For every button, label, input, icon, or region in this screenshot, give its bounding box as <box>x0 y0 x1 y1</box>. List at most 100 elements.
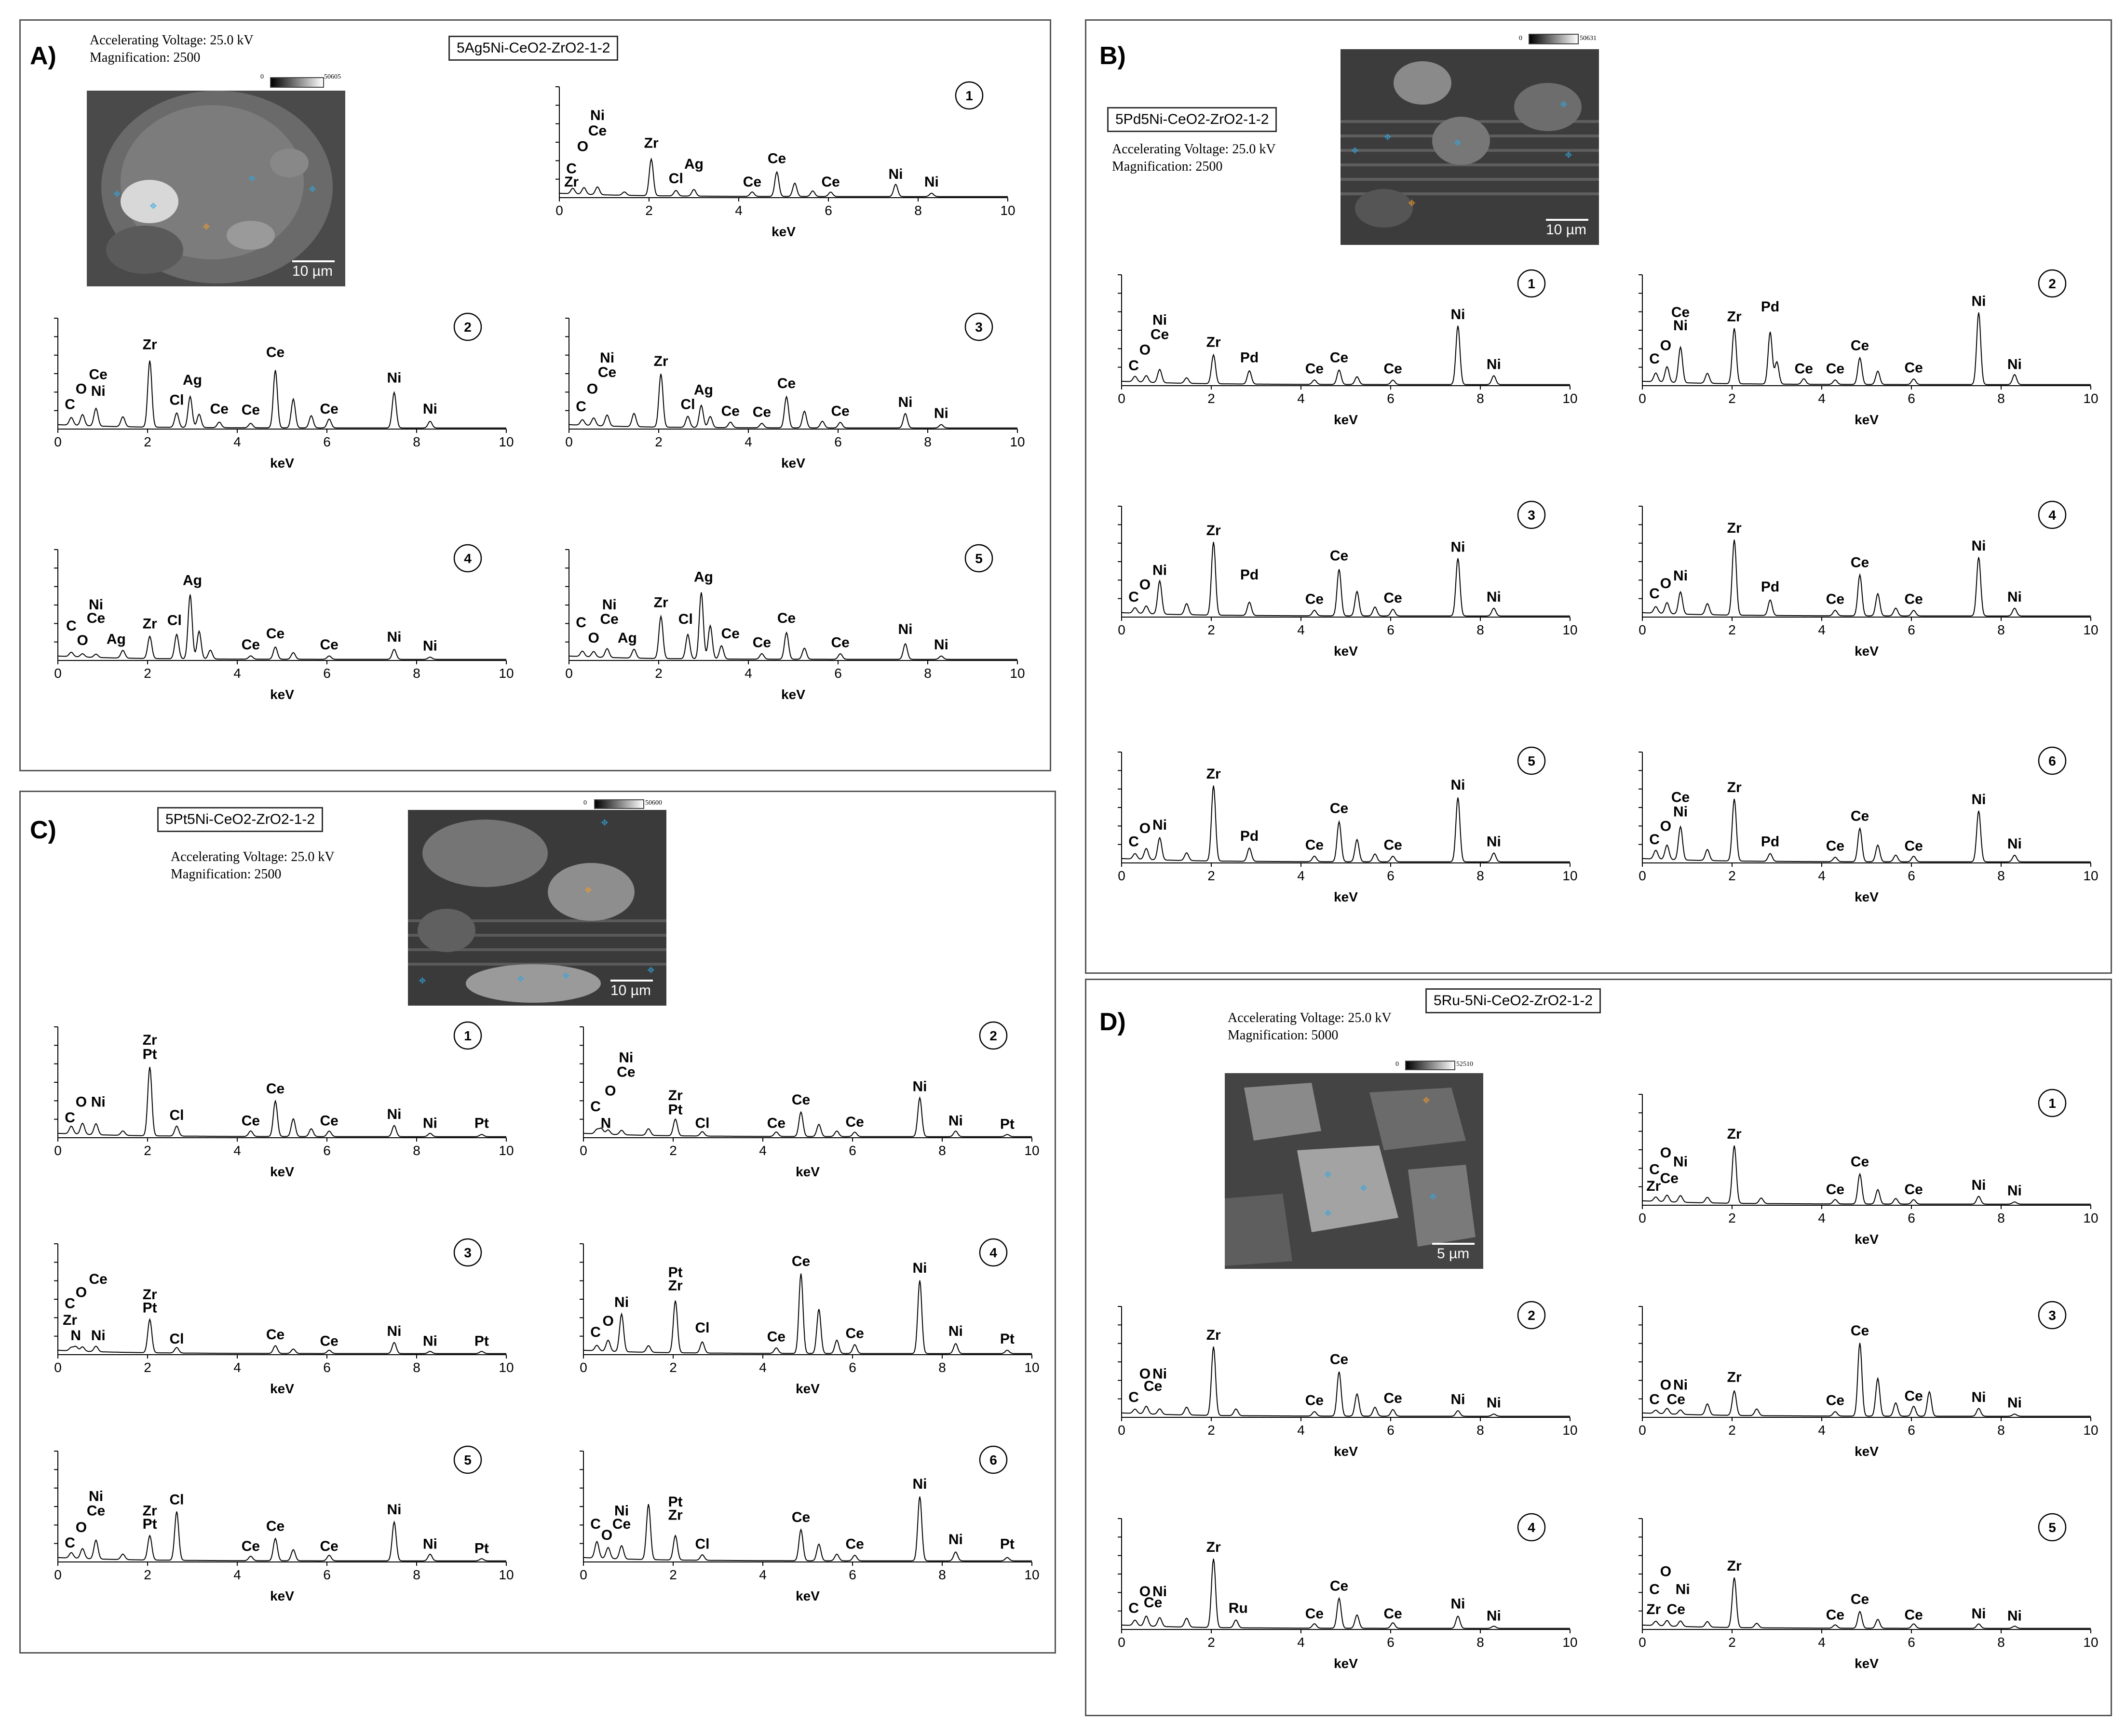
peak-label: O <box>1139 821 1151 836</box>
x-tick-label: 0 <box>565 434 573 449</box>
peak-label: Ce <box>320 1113 338 1129</box>
peak-label: Ce <box>721 403 740 419</box>
peak-label: Zr <box>1206 1327 1221 1343</box>
peak-label: C <box>1128 589 1139 605</box>
peak-label: C <box>65 1110 75 1126</box>
peak-label: Ni <box>1673 1154 1688 1170</box>
peak-label: Ni <box>1972 1177 1986 1193</box>
peak-label: Ce <box>1330 1578 1348 1594</box>
peak-label: Ce <box>266 345 284 361</box>
peak-label: Pt <box>1000 1117 1015 1132</box>
panel-d-label: D) <box>1099 1008 1126 1036</box>
x-tick-label: 2 <box>1207 1423 1215 1438</box>
spot-5-marker: ⌖ <box>1422 1092 1430 1108</box>
spectrum-line <box>1642 1145 2091 1205</box>
peak-label: Ce <box>1660 1171 1679 1186</box>
peak-label: Zr <box>143 1503 157 1519</box>
spot-number: 1 <box>965 88 973 103</box>
panel-d-voltage: Accelerating Voltage: 25.0 kV <box>1228 1010 1392 1025</box>
peak-label: Ni <box>423 1115 437 1131</box>
x-tick-label: 2 <box>1207 868 1215 883</box>
x-tick-label: 8 <box>413 1143 420 1158</box>
peak-label: Ce <box>1826 361 1844 377</box>
spectrum-line <box>57 594 506 660</box>
spot-number: 4 <box>464 551 472 566</box>
peak-label: Zr <box>564 174 579 190</box>
spot-2-marker: ⌖ <box>1324 1166 1332 1182</box>
spot-number: 6 <box>989 1453 997 1467</box>
spectrum-line <box>1121 1346 1570 1417</box>
peak-label: O <box>77 632 88 648</box>
x-axis-label: keV <box>1855 1232 1879 1247</box>
panel-b-scale-line <box>1546 219 1588 221</box>
x-tick-label: 4 <box>1818 391 1826 406</box>
x-tick-label: 0 <box>54 434 62 449</box>
x-axis-label: keV <box>781 456 805 471</box>
spot-number-circle <box>453 1238 482 1267</box>
peak-label: Ce <box>768 151 786 167</box>
peak-label: O <box>1139 1366 1151 1382</box>
x-tick-label: 4 <box>745 434 752 449</box>
x-tick-label: 6 <box>323 666 331 681</box>
peak-label: Zr <box>1646 1178 1661 1194</box>
spot-2-marker: ⌖ <box>149 198 157 214</box>
x-tick-label: 4 <box>759 1360 767 1375</box>
x-tick-label: 4 <box>1297 868 1305 883</box>
x-tick-label: 10 <box>1562 622 1577 637</box>
peak-label: Ce <box>266 626 284 642</box>
x-tick-label: 8 <box>938 1360 946 1375</box>
x-tick-label: 0 <box>555 203 563 218</box>
panel-c-scale-line <box>610 980 653 982</box>
spot-number: 5 <box>2048 1520 2056 1535</box>
peak-label: Pt <box>474 1541 489 1557</box>
peak-label: Ni <box>1673 318 1688 334</box>
spectrum-line <box>57 360 506 429</box>
peak-label: C <box>65 1295 75 1311</box>
spot-number-circle <box>2038 1301 2067 1330</box>
peak-label: Ce <box>792 1253 810 1269</box>
peak-label: Cl <box>169 1107 184 1123</box>
x-tick-label: 10 <box>1010 434 1025 449</box>
peak-label: Ce <box>845 1326 864 1342</box>
x-tick-label: 4 <box>233 434 241 449</box>
peak-label: Ni <box>889 166 903 182</box>
peak-label: Zr <box>644 135 659 151</box>
peak-label: Ce <box>1667 1601 1685 1617</box>
peak-label: Cl <box>169 392 184 408</box>
peak-label: Ni <box>1673 1377 1688 1393</box>
peak-label: Ni <box>898 621 913 637</box>
peak-label: Zr <box>1727 1558 1742 1574</box>
x-axis-label: keV <box>1855 412 1879 427</box>
peak-label: Ce <box>1383 1606 1402 1622</box>
x-tick-label: 8 <box>938 1143 946 1158</box>
peak-label: Zr <box>1727 520 1742 536</box>
peak-label: C <box>1649 586 1660 602</box>
peak-label: Pd <box>1240 350 1259 366</box>
peak-label: Zr <box>668 1278 683 1294</box>
peak-label: Ce <box>588 123 607 139</box>
peak-label: Ni <box>1152 817 1167 833</box>
peak-label: Zr <box>1727 309 1742 325</box>
peak-label: Zr <box>1727 780 1742 795</box>
peak-label: Zr <box>143 616 157 632</box>
x-tick-label: 6 <box>323 434 331 449</box>
peak-label: Ce <box>1904 591 1923 607</box>
peak-label: Ag <box>183 372 202 388</box>
peak-label: Ni <box>1152 1584 1167 1600</box>
spot-5-marker: ⌖ <box>203 218 210 234</box>
peak-label: O <box>1660 576 1671 592</box>
x-tick-label: 8 <box>914 203 922 218</box>
x-tick-label: 10 <box>499 434 514 449</box>
peak-label: Ni <box>1451 1596 1465 1612</box>
peak-label: Ni <box>387 1502 402 1518</box>
x-tick-label: 6 <box>849 1360 856 1375</box>
x-tick-label: 0 <box>1639 622 1646 637</box>
peak-label: Ce <box>767 1329 785 1345</box>
peak-label: Ni <box>1487 589 1501 605</box>
peak-label: O <box>1139 1584 1151 1600</box>
peak-label: Ce <box>1904 1388 1923 1404</box>
